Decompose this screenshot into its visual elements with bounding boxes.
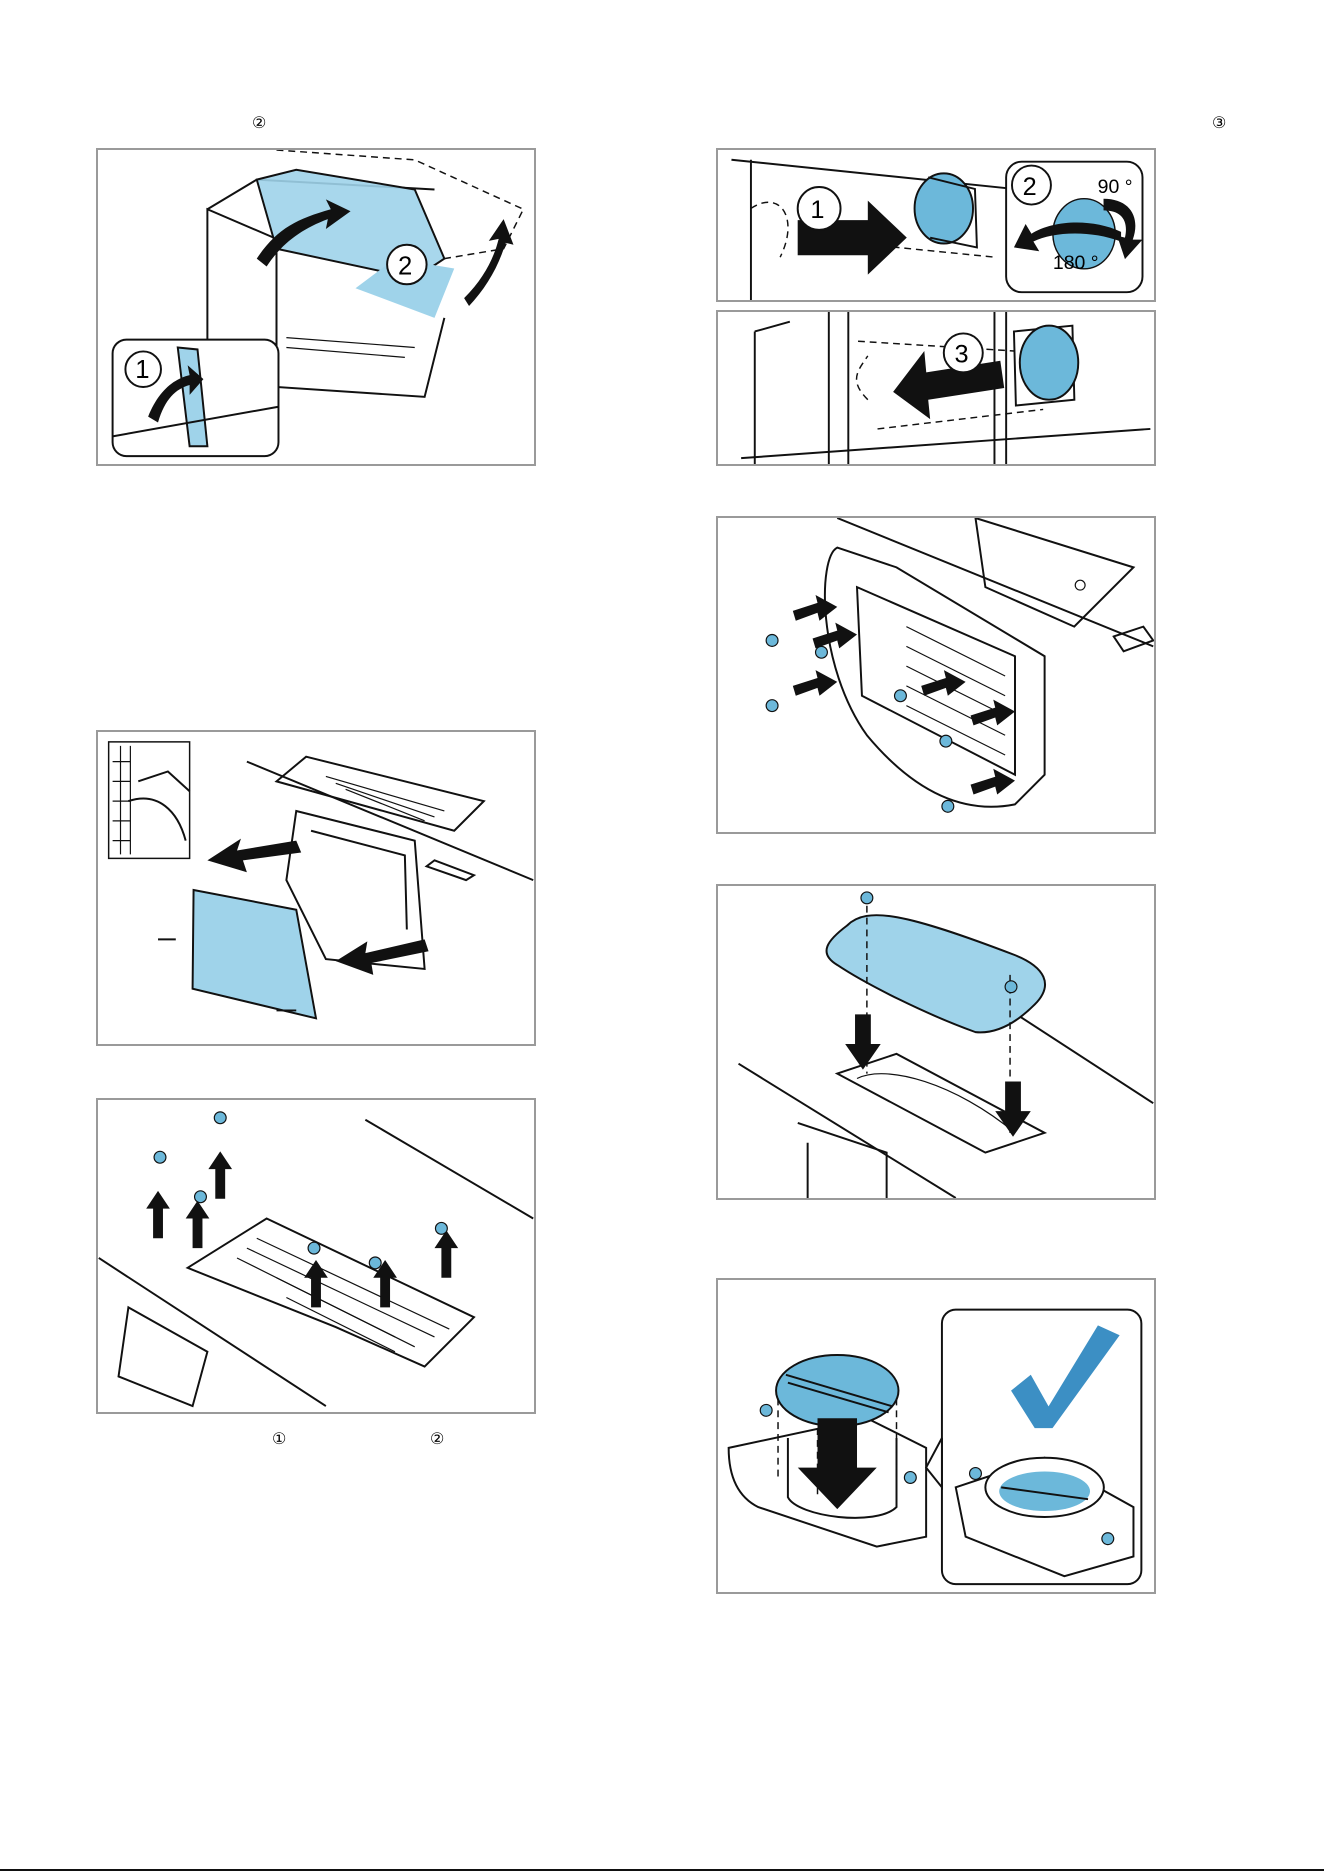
illustration-rotate-filter: 1 2 90 ° 180 ° — [716, 148, 1156, 302]
figure-label-2b: 2 — [1023, 173, 1037, 201]
illustration-install-grille — [716, 516, 1156, 834]
step-marker-3: ③ — [1212, 116, 1226, 132]
figure-label-2: 2 — [398, 252, 412, 280]
illustration-open-panel: 2 1 — [96, 148, 536, 466]
illustration-pull-filter: 3 — [716, 310, 1156, 466]
step-marker-2b: ② — [430, 1432, 444, 1448]
figure-label-3: 3 — [955, 341, 969, 369]
angle-90-label: 90 ° — [1098, 176, 1133, 198]
angle-180-label: 180 ° — [1053, 252, 1099, 274]
illustration-remove-screws — [96, 1098, 536, 1414]
figure-label-1b: 1 — [810, 196, 824, 224]
page-bottom-rule — [0, 1869, 1324, 1871]
illustration-fit-cover — [716, 884, 1156, 1200]
illustration-remove-cover — [96, 730, 536, 1046]
illustration-install-round-filter — [716, 1278, 1156, 1594]
figure-label-1: 1 — [135, 356, 149, 384]
step-marker-2: ② — [252, 116, 266, 132]
step-marker-1: ① — [272, 1432, 286, 1448]
